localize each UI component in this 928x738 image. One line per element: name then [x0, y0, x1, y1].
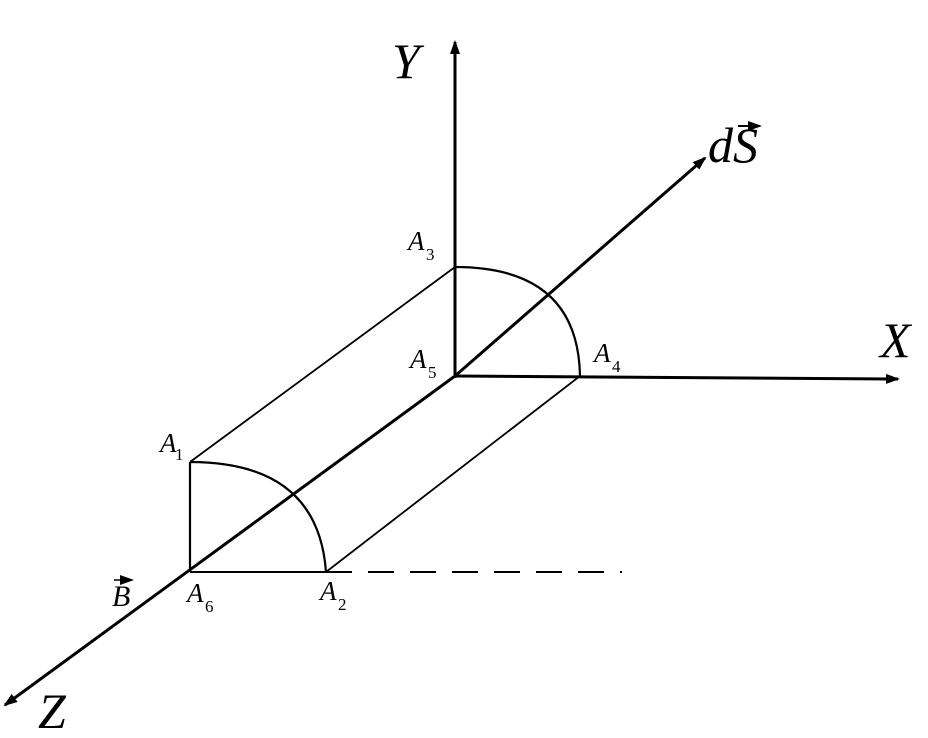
svg-text:2: 2 [338, 595, 347, 614]
edge-a1-a3 [189, 266, 456, 463]
svg-text:A: A [318, 576, 337, 606]
svg-text:A: A [185, 578, 204, 608]
label-a1: A 1 [158, 428, 184, 464]
label-a2: A 2 [318, 576, 347, 614]
x-axis [454, 373, 900, 384]
x-axis-label: X [878, 312, 913, 368]
z-axis [3, 374, 456, 707]
svg-text:A: A [406, 226, 425, 256]
svg-text:A: A [408, 344, 427, 374]
svg-text:3: 3 [426, 245, 435, 264]
svg-text:4: 4 [612, 357, 621, 376]
front-arc [189, 460, 328, 573]
b-label: B [112, 580, 130, 613]
edge-a2-a4 [325, 375, 581, 573]
label-a3: A 3 [406, 226, 435, 264]
y-axis-label: Y [392, 33, 425, 89]
z-axis-label: Z [38, 683, 67, 738]
label-a4: A 4 [592, 338, 621, 376]
back-arc [454, 265, 582, 377]
label-a6: A 6 [185, 578, 214, 616]
svg-text:A: A [592, 338, 611, 368]
svg-text:1: 1 [175, 445, 184, 464]
ds-vector [454, 156, 707, 378]
svg-text:A: A [158, 428, 177, 458]
svg-text:6: 6 [205, 597, 214, 616]
label-a5: A 5 [408, 344, 437, 382]
svg-text:5: 5 [428, 363, 437, 382]
